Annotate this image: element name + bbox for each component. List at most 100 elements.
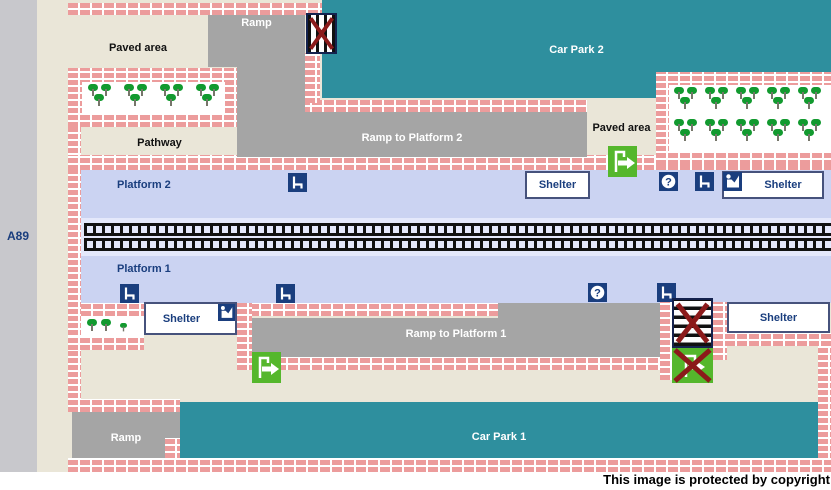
- svg-text:?: ?: [665, 177, 672, 189]
- tree-icon: [196, 84, 206, 96]
- exit-icon: [252, 352, 281, 383]
- tree-icon: [736, 119, 746, 131]
- tree-icon: [736, 87, 746, 99]
- tree-icon: [687, 87, 697, 99]
- tree-icon: [674, 87, 684, 99]
- ramp-to-platform-1-area: [252, 318, 498, 357]
- tree-icon: [173, 84, 183, 96]
- tree-cluster: [674, 87, 700, 109]
- column-stairs-right: [713, 302, 727, 360]
- tree-cluster: [124, 84, 150, 106]
- tree-icon: [87, 319, 97, 331]
- platform-2-label: Platform 2: [117, 179, 171, 191]
- tree-icon: [137, 84, 147, 96]
- info-icon: ?: [659, 172, 678, 191]
- tree-icon: [749, 87, 759, 99]
- tree-icon: [767, 119, 777, 131]
- railway-track-2: [84, 238, 831, 251]
- tree-icon: [94, 94, 104, 106]
- tree-icon: [780, 87, 790, 99]
- tree-icon: [680, 97, 690, 109]
- railway-track-1: [84, 223, 831, 236]
- car-park-1-label: Car Park 1: [471, 431, 527, 443]
- tree-icon: [804, 129, 814, 141]
- column-stairs-left: [660, 302, 673, 380]
- ramp-top-label: Ramp: [241, 16, 272, 29]
- tree-icon: [718, 119, 728, 131]
- tree-cluster: [736, 119, 762, 141]
- tree-icon: [773, 97, 783, 109]
- tree-cluster: [196, 84, 222, 106]
- shelter-box-p2-left: Shelter: [525, 171, 590, 199]
- wall-below-stairs-top: [305, 53, 320, 103]
- shelter-label: Shelter: [759, 311, 798, 324]
- tree-icon: [718, 87, 728, 99]
- tree-cluster: [798, 87, 824, 109]
- tree-icon: [711, 129, 721, 141]
- tree-cluster: [705, 119, 731, 141]
- tree-icon: [101, 319, 111, 331]
- shelter-box-p1-left: Shelter: [144, 302, 237, 335]
- ramp-bottom-label: Ramp: [110, 431, 142, 444]
- tree-icon: [88, 84, 98, 96]
- ramp-to-platform-2-label: Ramp to Platform 2: [361, 131, 463, 144]
- ramp-top-area: [208, 15, 305, 67]
- tree-cluster: [88, 84, 114, 106]
- wall-bottom: [68, 458, 831, 472]
- ramp-top-area2: [237, 67, 305, 112]
- column-shelter1-right: [237, 303, 252, 370]
- road-label: A89: [7, 229, 30, 243]
- ramp-to-platform-1-upper: [498, 303, 660, 357]
- wall-below-shelter-p1-right: [713, 333, 831, 346]
- tree-icon: [130, 94, 140, 106]
- tree-icon: [749, 119, 759, 131]
- wall-top: [68, 3, 322, 15]
- shelter-label: Shelter: [162, 312, 201, 325]
- car-park-2-area-lower: [322, 72, 656, 98]
- tree-icon: [798, 87, 808, 99]
- car-park-2-label: Car Park 2: [549, 44, 604, 56]
- tree-icon: [209, 84, 219, 96]
- tree-icon: [124, 84, 134, 96]
- waiting-room-icon: [723, 172, 742, 191]
- tree-icon: [160, 84, 170, 96]
- platform-2-area: [81, 170, 831, 218]
- tree-icon: [687, 119, 697, 131]
- wall-ramp2-top: [300, 100, 587, 112]
- bench-icon: [276, 284, 295, 303]
- tree-icon: [798, 119, 808, 131]
- platform-1-label: Platform 1: [117, 263, 171, 275]
- tree-icon: [166, 94, 176, 106]
- closed-stairs-icon: [672, 298, 713, 348]
- paved-area-label: Paved area: [108, 42, 168, 54]
- pathway-label: Pathway: [137, 137, 182, 149]
- exit-icon: [608, 146, 637, 177]
- wall-above-platform-2: [68, 155, 831, 170]
- right-garden: [669, 85, 831, 152]
- tree-icon: [674, 119, 684, 131]
- tree-icon: [804, 97, 814, 109]
- platform-1-area: [81, 256, 831, 303]
- tree-cluster: [736, 87, 762, 109]
- tree-cluster: [767, 87, 793, 109]
- closed-exit-icon: [672, 348, 713, 383]
- road-strip: [0, 0, 37, 472]
- ramp-to-platform-2-area: [237, 112, 587, 157]
- tree-icon: [101, 84, 111, 96]
- ramp-to-platform-1-label: Ramp to Platform 1: [405, 327, 507, 340]
- shelter-label: Shelter: [764, 179, 802, 191]
- bench-icon: [120, 284, 139, 303]
- tree-cluster: [705, 87, 731, 109]
- tree-icon: [811, 87, 821, 99]
- closed-stairs-icon: [306, 13, 337, 54]
- tree-icon: [705, 119, 715, 131]
- tree-cluster: [160, 84, 186, 106]
- wall-p1-mid: [237, 303, 498, 316]
- ramp-bottom-area: [72, 412, 180, 458]
- bench-icon: [657, 283, 676, 302]
- shelter-label: Shelter: [538, 179, 577, 191]
- car-park-1-area: [180, 402, 818, 458]
- column-right-edge: [818, 346, 831, 472]
- waiting-room-icon: [218, 304, 235, 321]
